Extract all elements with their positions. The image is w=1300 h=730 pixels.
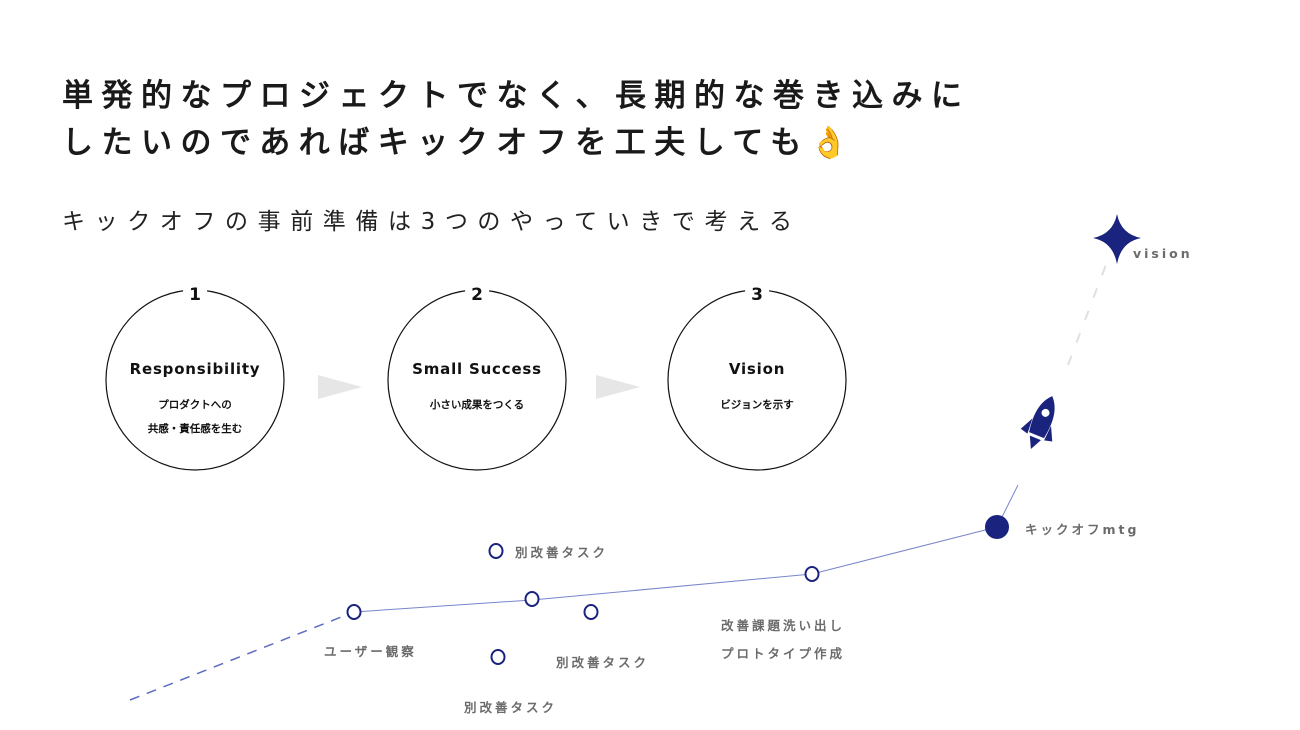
node-side-task-bottom xyxy=(490,649,506,665)
label-side-task-top: 別改善タスク xyxy=(515,545,609,560)
step-3-heading: Vision xyxy=(728,360,786,378)
label-side-task-bottom: 別改善タスク xyxy=(464,700,558,715)
arrow-1-icon xyxy=(318,375,362,399)
ok-hand-icon: 👌 xyxy=(809,125,849,161)
step-2-circle xyxy=(387,289,567,471)
step-2-desc: 小さい成果をつくる xyxy=(429,399,525,411)
node-side-task-top xyxy=(488,543,504,559)
step-1-desc: プロダクトへの共感・責任感を生む xyxy=(148,393,243,441)
step-3-number: 3 xyxy=(745,285,769,305)
label-improve-line1: 改善課題洗い出し xyxy=(721,618,846,633)
arrow-2-icon xyxy=(596,375,640,399)
label-improve-line2: プロトタイプ作成 xyxy=(721,646,846,661)
label-vision: vision xyxy=(1133,246,1193,261)
label-side-task-mid: 別改善タスク xyxy=(556,655,650,670)
step-1-desc-line1: プロダクトへの xyxy=(158,399,232,411)
node-user-observation xyxy=(346,604,362,620)
title-line-1: 単発的なプロジェクトでなく、長期的な巻き込みに xyxy=(62,78,971,114)
label-user-observation: ユーザー観察 xyxy=(324,644,417,659)
step-1-circle xyxy=(105,289,285,471)
label-kickoff: キックオフmtg xyxy=(1025,522,1140,537)
title-line-2: したいのであればキックオフを工夫しても👌 xyxy=(62,117,848,162)
subtitle: キックオフの事前準備は3つのやっていきで考える xyxy=(62,209,802,235)
step-2-heading: Small Success xyxy=(412,360,542,378)
node-improve xyxy=(804,566,820,582)
kickoff-node xyxy=(985,515,1009,539)
node-side-task-mid xyxy=(583,604,599,620)
roadmap-line xyxy=(353,526,998,613)
step-1-heading: Responsibility xyxy=(129,360,261,378)
step-1-number: 1 xyxy=(183,285,207,305)
step-3-desc: ビジョンを示す xyxy=(720,399,794,411)
title-line-2-text: したいのであればキックオフを工夫しても xyxy=(62,125,810,161)
node-task-mid xyxy=(524,591,540,607)
past-dashed-line xyxy=(129,611,355,701)
rocket-icon xyxy=(1020,396,1055,450)
step-2-number: 2 xyxy=(465,285,489,305)
vision-dashed-line xyxy=(1067,261,1108,366)
step-1-desc-line2: 共感・責任感を生む xyxy=(147,423,243,435)
star-icon xyxy=(1093,214,1141,264)
step-3-circle xyxy=(667,289,847,471)
